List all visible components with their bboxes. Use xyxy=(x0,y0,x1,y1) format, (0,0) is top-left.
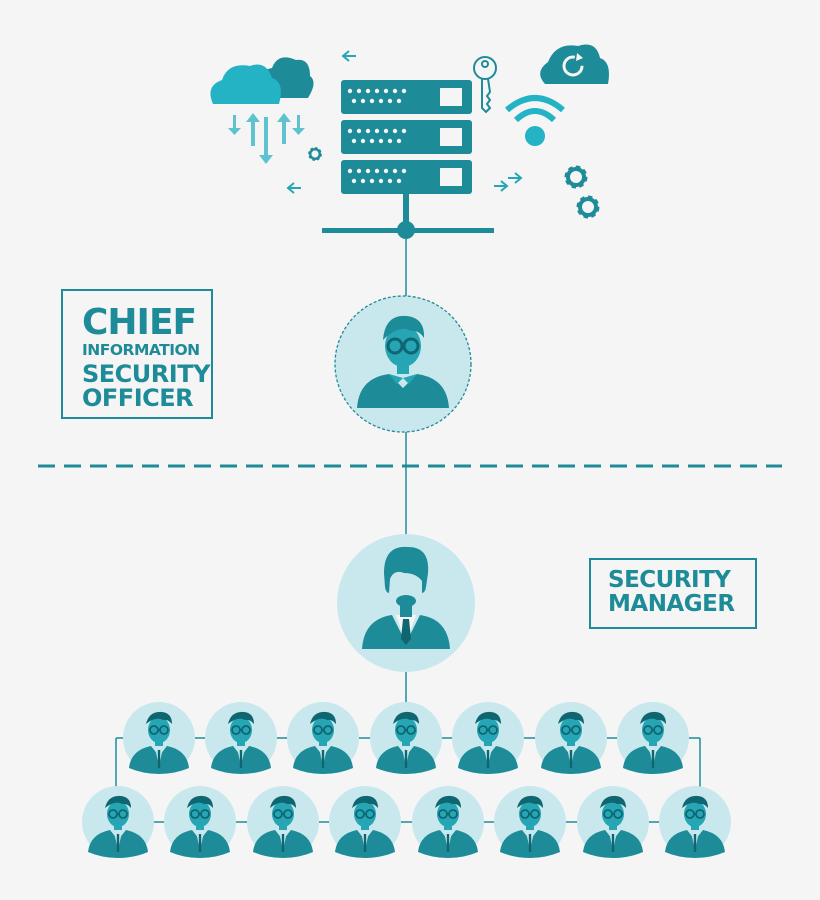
staff-avatar xyxy=(204,701,278,775)
wifi-icon xyxy=(505,95,565,146)
ciso-label-box: CHIEF INFORMATION SECURITY OFFICER xyxy=(61,289,213,419)
staff-avatar xyxy=(246,785,320,859)
staff-avatar xyxy=(286,701,360,775)
staff-row-1 xyxy=(122,701,690,775)
manager-label-line1: SECURITY xyxy=(608,567,731,593)
gear-icon xyxy=(308,147,322,161)
gear-icon xyxy=(579,198,597,216)
arrow-icon xyxy=(286,50,523,194)
server-icon xyxy=(322,80,494,239)
staff-avatar xyxy=(616,701,690,775)
gear-icon xyxy=(567,168,585,186)
staff-avatar xyxy=(81,785,155,859)
staff-avatar xyxy=(122,701,196,775)
ciso-label-line2: INFORMATION xyxy=(82,341,200,359)
staff-avatar xyxy=(576,785,650,859)
sync-cloud-icon xyxy=(540,44,609,84)
ciso-avatar xyxy=(334,295,472,433)
staff-avatar xyxy=(411,785,485,859)
staff-avatar xyxy=(451,701,525,775)
ciso-label-line1: CHIEF xyxy=(82,302,197,343)
staff-avatar xyxy=(658,785,732,859)
manager-avatar xyxy=(337,534,475,672)
ciso-label-line4: OFFICER xyxy=(82,383,194,412)
staff-avatar xyxy=(328,785,402,859)
key-icon xyxy=(473,56,497,114)
staff-avatar xyxy=(534,701,608,775)
manager-label-line2: MANAGER xyxy=(608,591,735,617)
manager-label-box: SECURITY MANAGER xyxy=(589,558,757,629)
staff-avatar xyxy=(163,785,237,859)
ciso-label-line3: SECURITY xyxy=(82,359,210,388)
staff-avatar xyxy=(369,701,443,775)
cloud-icon xyxy=(210,57,314,164)
staff-avatar xyxy=(493,785,567,859)
